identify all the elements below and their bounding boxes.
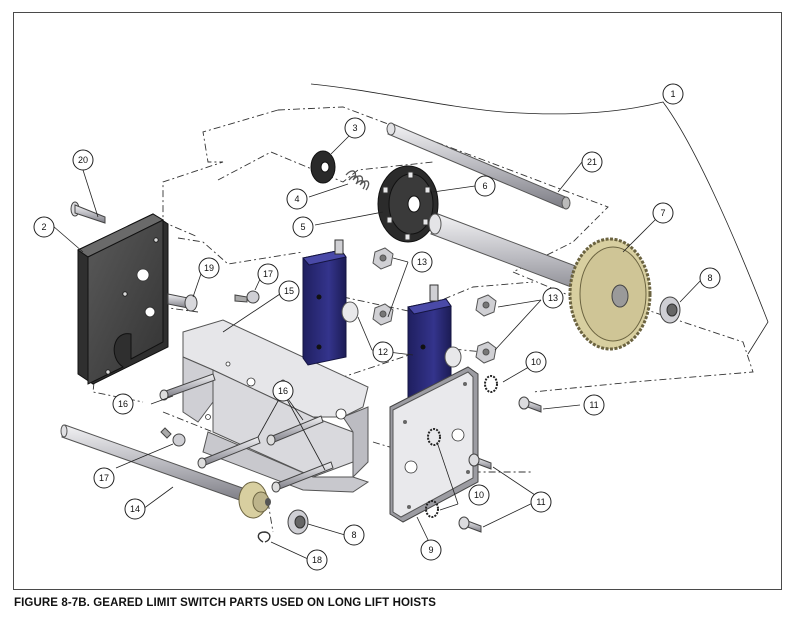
bolt-part-19 xyxy=(167,293,198,312)
screw-part-20 xyxy=(70,201,106,224)
callout-8-upper: 8 xyxy=(699,267,721,289)
svg-text:5: 5 xyxy=(300,222,305,232)
side-plate-part xyxy=(77,213,169,385)
callout-4: 4 xyxy=(286,188,308,210)
limit-switch-left xyxy=(302,239,359,366)
callout-1: 1 xyxy=(662,83,684,105)
screw-set-part-11 xyxy=(458,396,542,533)
screw-part-17-lower xyxy=(160,427,186,447)
callout-15: 15 xyxy=(278,280,300,302)
callout-19: 19 xyxy=(198,257,220,279)
spring-part-4 xyxy=(345,170,370,191)
retaining-clip-part-18 xyxy=(257,531,271,543)
callout-8-lower: 8 xyxy=(343,524,365,546)
bushing-part-8-lower xyxy=(287,509,309,535)
svg-text:2: 2 xyxy=(41,222,46,232)
washer-part-3 xyxy=(310,150,336,184)
callout-12: 12 xyxy=(372,341,394,363)
callout-11-lower: 11 xyxy=(530,491,552,513)
callout-16-left: 16 xyxy=(112,393,134,415)
svg-text:21: 21 xyxy=(587,157,597,167)
gear-shaft-part-7 xyxy=(428,213,652,351)
callout-5: 5 xyxy=(292,216,314,238)
svg-text:13: 13 xyxy=(417,257,427,267)
svg-text:12: 12 xyxy=(378,347,388,357)
callout-10-lower: 10 xyxy=(468,484,490,506)
svg-text:15: 15 xyxy=(284,286,294,296)
callout-17-upper: 17 xyxy=(257,263,279,285)
svg-text:11: 11 xyxy=(536,497,545,507)
callout-set: 1 2 3 4 5 6 7 8 8 9 10 10 11 11 12 13 13… xyxy=(33,83,721,571)
screw-set-part-16 xyxy=(159,373,334,493)
svg-text:3: 3 xyxy=(352,123,357,133)
housing-outline-curve xyxy=(310,83,769,355)
screw-part-17-upper xyxy=(234,290,260,304)
callout-9: 9 xyxy=(420,539,442,561)
svg-text:18: 18 xyxy=(312,555,322,565)
svg-text:7: 7 xyxy=(660,208,665,218)
pinion-shaft-part-14 xyxy=(60,424,271,519)
svg-text:8: 8 xyxy=(707,273,712,283)
lock-washer-set-part-10 xyxy=(425,375,498,518)
svg-text:16: 16 xyxy=(278,386,288,396)
callout-17-lower: 17 xyxy=(93,467,115,489)
svg-text:14: 14 xyxy=(130,504,140,514)
svg-text:19: 19 xyxy=(204,263,214,273)
callout-10-upper: 10 xyxy=(525,351,547,373)
svg-text:17: 17 xyxy=(263,269,273,279)
callout-20: 20 xyxy=(72,149,94,171)
exploded-parts-diagram: 1 2 3 4 5 6 7 8 8 9 10 10 11 11 12 13 13… xyxy=(33,83,769,571)
callout-13-lower: 13 xyxy=(542,287,564,309)
callout-7: 7 xyxy=(652,202,674,224)
svg-text:10: 10 xyxy=(474,490,484,500)
nut-set-part-13 xyxy=(372,247,497,364)
svg-text:17: 17 xyxy=(99,473,109,483)
svg-text:20: 20 xyxy=(78,155,88,165)
svg-text:11: 11 xyxy=(589,400,598,410)
callout-11-upper: 11 xyxy=(583,394,605,416)
bushing-part-8-upper xyxy=(659,296,681,324)
svg-text:1: 1 xyxy=(670,89,675,99)
callout-2: 2 xyxy=(33,216,55,238)
svg-text:9: 9 xyxy=(428,545,433,555)
callout-13-upper: 13 xyxy=(411,251,433,273)
svg-text:13: 13 xyxy=(548,293,558,303)
figure-caption: FIGURE 8-7B. GEARED LIMIT SWITCH PARTS U… xyxy=(14,597,437,609)
svg-text:4: 4 xyxy=(294,194,299,204)
callout-21: 21 xyxy=(581,151,603,173)
callout-14: 14 xyxy=(124,498,146,520)
callout-3: 3 xyxy=(344,117,366,139)
svg-text:8: 8 xyxy=(351,530,356,540)
cam-disc-part-5-6 xyxy=(377,165,439,243)
rod-part-21 xyxy=(386,122,571,210)
callout-16-center: 16 xyxy=(272,380,294,402)
bracket-part-15 xyxy=(182,319,370,493)
svg-text:10: 10 xyxy=(531,357,541,367)
svg-text:16: 16 xyxy=(118,399,128,409)
callout-18: 18 xyxy=(306,549,328,571)
callout-6: 6 xyxy=(474,175,496,197)
svg-text:6: 6 xyxy=(482,181,487,191)
